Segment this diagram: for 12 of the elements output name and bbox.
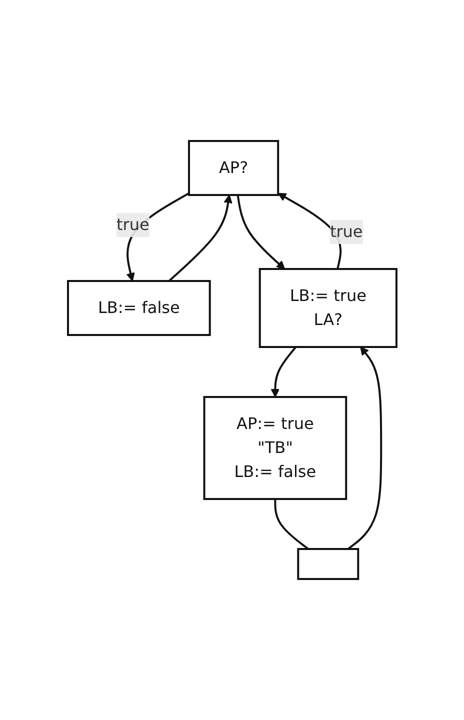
node-box: LB:= false: [66, 280, 211, 336]
edge-label: true: [330, 222, 363, 241]
arrow: [236, 194, 285, 270]
node-box: [296, 548, 359, 580]
arrow: [347, 346, 382, 550]
arrow: [168, 194, 232, 282]
node-box: LB:= true LA?: [258, 268, 398, 348]
connector: [274, 499, 309, 550]
edge-label: true: [116, 215, 150, 234]
node-box: AP?: [188, 140, 279, 196]
arrow: [270, 346, 296, 398]
node-box: AP:= true "TB" LB:= false: [203, 396, 347, 500]
